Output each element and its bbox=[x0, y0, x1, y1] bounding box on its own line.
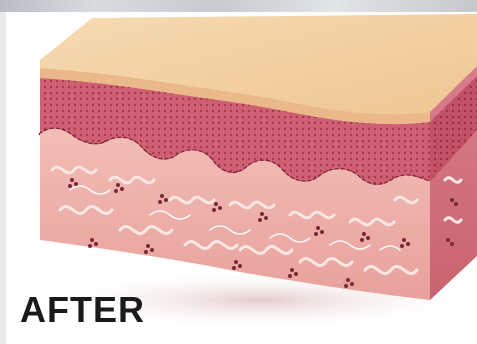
after-caption: AFTER bbox=[20, 290, 145, 330]
